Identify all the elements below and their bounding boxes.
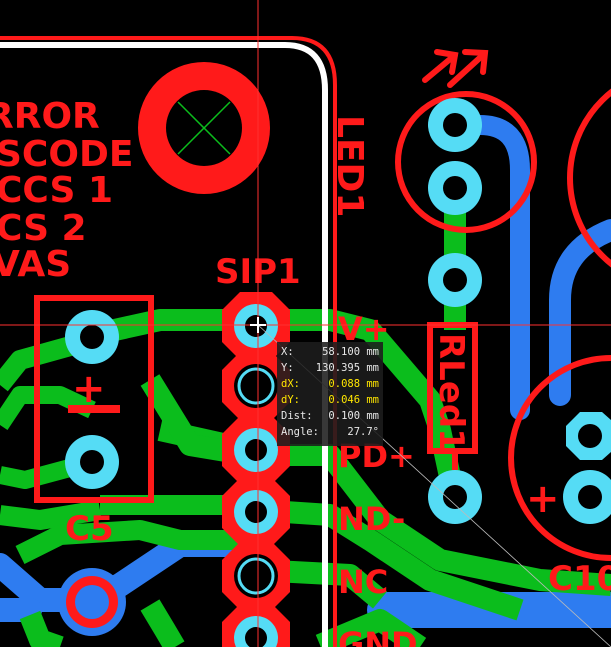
readout-dy-row: dY: 0.046 mm — [281, 392, 379, 408]
silk-line-1: RROR — [0, 96, 100, 137]
c5-plus-label: + — [72, 366, 106, 412]
angle-label: Angle: — [281, 426, 319, 438]
right-capacitor-outline[interactable] — [567, 68, 611, 288]
c10-label: C10 — [548, 559, 611, 599]
led1-pads[interactable] — [428, 98, 482, 215]
readout-y-row: Y: 130.395 mm — [281, 360, 379, 376]
dy-value: 0.046 mm — [328, 394, 379, 406]
board-keepout — [0, 36, 337, 647]
measurement-readout: X: 58.100 mm Y: 130.395 mm dX: 0.088 mm dY:… — [277, 342, 383, 446]
sip1-pad-5 — [222, 542, 290, 610]
cursor-marker — [250, 317, 266, 333]
silkscreen-labels: RROR SCODE CCS 1 CS 2 VAS SIP1 C5 C10 + … — [0, 96, 611, 647]
dx-label: dX: — [281, 378, 300, 390]
silk-line-2: SCODE — [0, 134, 133, 175]
silk-line-5: VAS — [0, 244, 71, 285]
via[interactable] — [58, 568, 126, 636]
dy-label: dY: — [281, 394, 300, 406]
dx-value: 0.088 mm — [328, 378, 379, 390]
angle-value: 27.7° — [347, 426, 379, 438]
y-label: Y: — [281, 362, 294, 374]
mounting-hole-icon[interactable] — [138, 62, 270, 194]
c10-pads[interactable] — [563, 412, 611, 524]
readout-dx-row: dX: 0.088 mm — [281, 376, 379, 392]
sip1-pad-6 — [222, 604, 290, 647]
led1-label: LED1 — [329, 115, 370, 217]
c10-outline[interactable] — [508, 355, 611, 561]
top-copper-layer — [0, 185, 611, 647]
x-label: X: — [281, 346, 294, 358]
sip1-pad-4 — [222, 478, 290, 546]
silk-line-3: CCS 1 — [0, 170, 113, 211]
pin-label-6: GND — [338, 625, 418, 647]
rled1-label: RLed1 — [431, 333, 471, 452]
c5-pads[interactable] — [65, 310, 119, 489]
sip1-pad-3 — [222, 416, 290, 484]
led1-outline[interactable] — [395, 91, 537, 233]
c5-outline[interactable] — [34, 295, 154, 503]
dist-value: 0.100 mm — [328, 410, 379, 422]
pin-label-5: NC — [338, 563, 388, 601]
silk-line-4: CS 2 — [0, 208, 87, 249]
c10-plus-label: + — [526, 476, 560, 522]
c5-label: C5 — [65, 509, 114, 549]
x-value: 58.100 mm — [322, 346, 379, 358]
board-outline — [0, 42, 328, 647]
readout-angle-row: Angle: 27.7° — [281, 424, 379, 440]
led-arrows-icon — [422, 49, 489, 88]
pin-label-4: ND- — [338, 500, 405, 538]
rled1-pads[interactable] — [428, 253, 482, 524]
readout-x-row: X: 58.100 mm — [281, 344, 379, 360]
pin-label-1: V+ — [338, 310, 390, 348]
readout-dist-row: Dist: 0.100 mm — [281, 408, 379, 424]
y-value: 130.395 mm — [315, 362, 379, 374]
sip1-pad-2 — [222, 352, 290, 420]
dist-label: Dist: — [281, 410, 313, 422]
